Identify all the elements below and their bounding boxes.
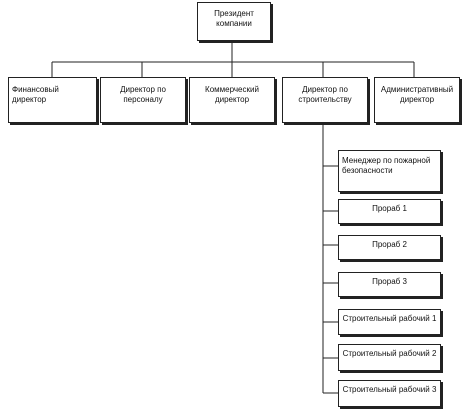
construction-director-label: Директор по строительству bbox=[298, 85, 352, 104]
foreman-2-label: Прораб 2 bbox=[372, 240, 407, 249]
finance-director-label: Финансовый директор bbox=[12, 85, 59, 104]
foreman-1-box: Прораб 1 bbox=[338, 199, 441, 224]
president-label: Президент компании bbox=[214, 9, 254, 28]
fire-safety-manager-label: Менеджер по пожарной безопасности bbox=[342, 156, 431, 175]
president-box: Президент компании bbox=[197, 2, 271, 41]
foreman-1-label: Прораб 1 bbox=[372, 204, 407, 213]
foreman-3-box: Прораб 3 bbox=[338, 272, 441, 297]
construction-worker-3-label: Строительный рабочий 3 bbox=[342, 385, 437, 394]
construction-worker-1-label: Строительный рабочий 1 bbox=[342, 314, 437, 323]
foreman-2-box: Прораб 2 bbox=[338, 235, 441, 260]
construction-worker-2-box: Строительный рабочий 2 bbox=[338, 344, 441, 371]
admin-director-label: Административный директор bbox=[380, 85, 454, 104]
fire-safety-manager-box: Менеджер по пожарной безопасности bbox=[338, 150, 441, 192]
connector-lines bbox=[51, 41, 415, 394]
construction-worker-2-label: Строительный рабочий 2 bbox=[342, 349, 437, 358]
finance-director-box: Финансовый директор bbox=[8, 77, 97, 123]
commercial-director-label: Коммерческий директор bbox=[205, 85, 259, 104]
construction-director-box: Директор по строительству bbox=[282, 77, 368, 123]
personnel-director-box: Директор по персоналу bbox=[100, 77, 186, 123]
foreman-3-label: Прораб 3 bbox=[372, 277, 407, 286]
commercial-director-box: Коммерческий директор bbox=[189, 77, 275, 123]
construction-worker-1-box: Строительный рабочий 1 bbox=[338, 309, 441, 335]
personnel-director-label: Директор по персоналу bbox=[120, 85, 166, 104]
construction-worker-3-box: Строительный рабочий 3 bbox=[338, 380, 441, 407]
admin-director-box: Административный директор bbox=[374, 77, 460, 123]
